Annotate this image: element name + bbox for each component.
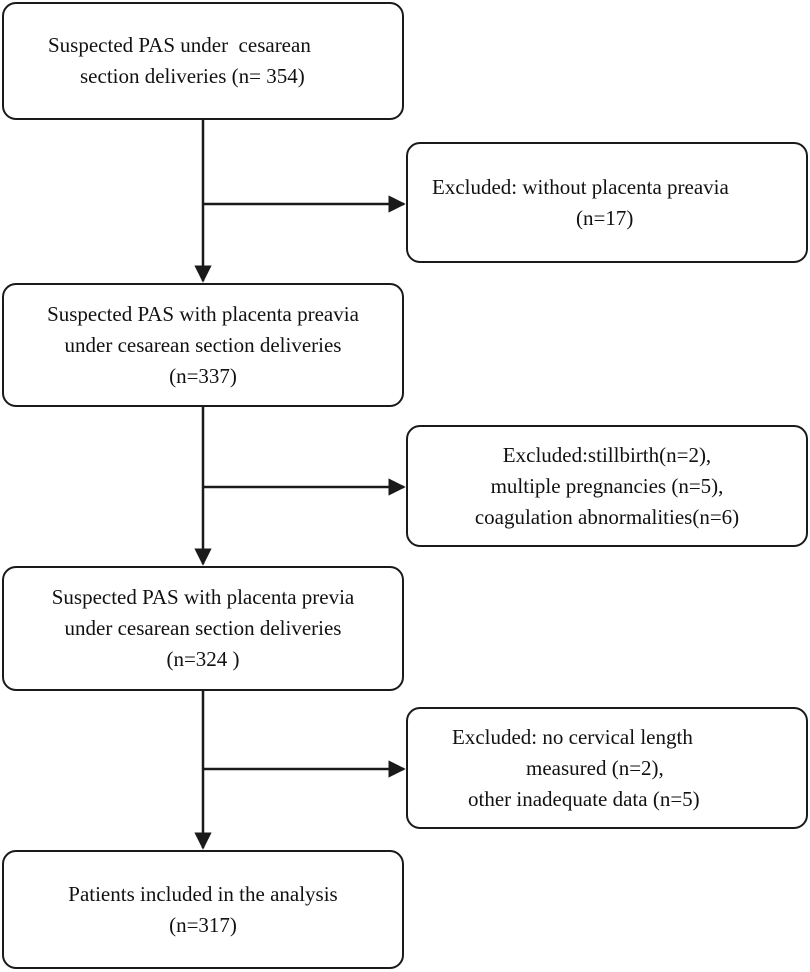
box-previa-cohort-line-1: Suspected PAS with placenta preavia — [47, 301, 359, 326]
box-excluded-missing-data-line-2: measured (n=2), — [526, 755, 664, 780]
box-previa-cohort-refined-line-3: (n=324 ) — [166, 647, 240, 671]
box-excluded-stillbirth-etc-line-1: Excluded:stillbirth(n=2), — [502, 442, 712, 467]
box-excluded-missing-data: Excluded: no cervical length measured (n… — [406, 707, 808, 829]
box-excluded-stillbirth-etc-line-2: multiple pregnancies (n=5), — [490, 473, 724, 498]
box-excluded-stillbirth-etc-line-3: coagulation abnormalities(n=6) — [474, 504, 740, 529]
box-previa-cohort-line-2: under cesarean section deliveries — [64, 332, 342, 357]
box-initial-cohort-line-2: section deliveries (n= 354) — [80, 64, 305, 88]
box-previa-cohort-refined-line-2: under cesarean section deliveries — [64, 616, 342, 640]
box-previa-cohort-refined-line-1: Suspected PAS with placenta previa — [51, 585, 355, 609]
box-previa-cohort-line-3: (n=337) — [169, 363, 237, 388]
box-previa-cohort: Suspected PAS with placenta preavia unde… — [2, 283, 404, 407]
box-final-analysis-line-2: (n=317) — [169, 912, 237, 937]
box-initial-cohort: Suspected PAS under cesarean section del… — [2, 2, 404, 120]
box-excluded-missing-data-line-1: Excluded: no cervical length — [452, 724, 693, 749]
box-initial-cohort-line-1: Suspected PAS under cesarean — [48, 33, 311, 57]
box-final-analysis-line-1: Patients included in the analysis — [68, 881, 338, 906]
box-previa-cohort-refined: Suspected PAS with placenta previa under… — [2, 566, 404, 691]
box-final-analysis: Patients included in the analysis (n=317… — [2, 850, 404, 969]
box-excluded-missing-data-line-3: other inadequate data (n=5) — [468, 786, 700, 811]
box-excluded-no-previa-line-2: (n=17) — [576, 205, 634, 230]
box-excluded-no-previa: Excluded: without placenta preavia (n=17… — [406, 142, 808, 263]
box-excluded-no-previa-line-1: Excluded: without placenta preavia — [432, 174, 729, 199]
box-excluded-stillbirth-etc: Excluded:stillbirth(n=2), multiple pregn… — [406, 425, 808, 547]
